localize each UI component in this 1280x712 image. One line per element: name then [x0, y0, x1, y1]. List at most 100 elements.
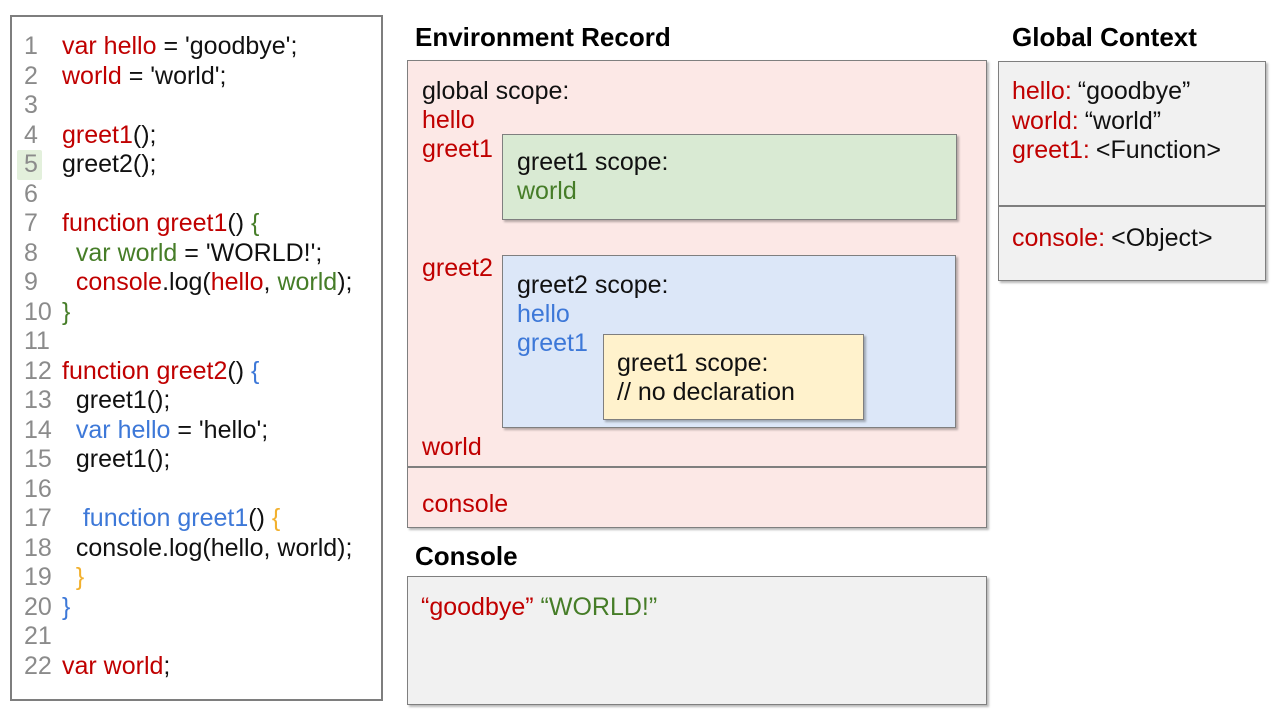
code-line-19: 19 } — [12, 563, 381, 593]
code-token: { — [271, 504, 281, 532]
global-var-hello: hello — [422, 106, 475, 134]
code-line-10: 10} — [12, 298, 381, 328]
line-number: 7 — [24, 209, 38, 237]
code-token — [62, 504, 83, 532]
code-line-2: 2 world = 'world'; — [12, 62, 381, 92]
code-text: function greet1() { — [62, 209, 381, 239]
line-number: 11 — [24, 327, 50, 355]
entry-value: “world” — [1084, 106, 1162, 135]
code-text — [62, 180, 381, 210]
code-line-9: 9 console.log(hello, world); — [12, 268, 381, 298]
code-line-15: 15 greet1(); — [12, 445, 381, 475]
code-text: } — [62, 593, 381, 623]
code-token: = 'world'; — [121, 61, 227, 90]
code-line-21: 21 — [12, 622, 381, 652]
code-text: function greet2() { — [62, 357, 381, 387]
code-token: } — [62, 592, 71, 621]
line-number: 16 — [24, 474, 52, 503]
code-token: = 'goodbye'; — [156, 32, 298, 60]
code-text: console.log(hello, world); — [62, 268, 381, 298]
code-token — [62, 563, 76, 591]
line-number: 14 — [24, 415, 52, 444]
code-token: var world — [75, 238, 178, 267]
code-token: function greet1 — [82, 504, 249, 532]
code-text: greet2(); — [62, 150, 381, 180]
code-token: .log( — [162, 268, 211, 296]
line-number: 17 — [24, 504, 52, 532]
line-number: 1 — [24, 32, 38, 60]
code-editor-panel: 1 var hello = 'goodbye'; 2 world = 'world';… — [10, 15, 383, 701]
global-context-title: Global Context — [1012, 22, 1197, 52]
code-line-1: 1 var hello = 'goodbye'; — [12, 32, 381, 62]
entry-key: console: — [1012, 224, 1106, 252]
code-text: var world; — [62, 652, 381, 682]
code-text — [62, 91, 381, 121]
line-number: 9 — [24, 268, 38, 296]
code-token: { — [251, 356, 260, 385]
line-number: 12 — [24, 356, 52, 385]
code-token: = 'hello'; — [170, 415, 269, 444]
code-text: greet1(); — [62, 121, 381, 151]
code-token: console.log(hello, world); — [62, 533, 353, 562]
code-line-22: 22 var world; — [12, 652, 381, 682]
code-text — [62, 475, 381, 505]
code-token: greet1 — [62, 120, 133, 149]
code-token: world — [62, 61, 122, 90]
code-token: greet2(); — [62, 150, 157, 178]
console-output-line: “goodbye” “WORLD!” — [421, 593, 986, 622]
code-token: ; — [163, 651, 171, 680]
inner-greet1-scope-label: greet1 scope: — [617, 349, 769, 377]
code-line-7: 7 function greet1() { — [12, 209, 381, 239]
code-text: world = 'world'; — [62, 62, 381, 92]
code-line-14: 14 var hello = 'hello'; — [12, 416, 381, 446]
code-token: (); — [132, 120, 157, 149]
code-line-16: 16 — [12, 475, 381, 505]
code-token: greet1(); — [62, 386, 171, 414]
code-token: () — [227, 209, 252, 237]
inner-greet1-scope-comment: // no declaration — [617, 378, 795, 406]
code-token: world — [277, 268, 338, 296]
code-token: var world — [62, 651, 164, 680]
code-token: var hello — [62, 32, 157, 60]
code-text: console.log(hello, world); — [62, 534, 381, 564]
code-token: } — [62, 297, 71, 326]
code-token: () — [227, 356, 252, 385]
code-token: { — [251, 209, 260, 237]
global-context-variables-box: hello:“goodbye”world:“world”greet1:<Func… — [998, 61, 1266, 206]
entry-key: greet1: — [1012, 136, 1090, 164]
code-line-17: 17 function greet1() { — [12, 504, 381, 534]
code-line-12: 12 function greet2() { — [12, 357, 381, 387]
global-context-entry: world:“world” — [1012, 107, 1265, 137]
code-token: “WORLD!” — [540, 593, 658, 621]
highlighted-line-number: 5 — [17, 150, 42, 180]
line-number: 22 — [24, 651, 52, 680]
code-text: function greet1() { — [62, 504, 381, 534]
line-number: 5 — [12, 150, 62, 180]
greet2-scope-label: greet2 scope: — [517, 271, 669, 299]
global-var-world: world — [422, 433, 482, 461]
code-text: greet1(); — [62, 445, 381, 475]
greet1-scope-box: greet1 scope: world — [502, 134, 957, 220]
code-token: console — [75, 268, 163, 296]
code-token: greet1(); — [62, 445, 171, 473]
line-number: 2 — [24, 61, 38, 90]
console-title: Console — [415, 541, 518, 571]
greet1-scope-var-world: world — [517, 177, 577, 205]
code-text: var world = 'WORLD!'; — [62, 239, 381, 269]
global-var-console: console — [422, 490, 509, 518]
code-token — [62, 268, 76, 296]
code-token: function greet1 — [62, 209, 228, 237]
line-number: 10 — [24, 297, 52, 326]
code-token — [62, 416, 76, 444]
code-text: } — [62, 563, 381, 593]
code-line-8: 8 var world = 'WORLD!'; — [12, 239, 381, 269]
entry-value: “goodbye” — [1077, 77, 1191, 105]
code-line-11: 11 — [12, 327, 381, 357]
line-number: 6 — [24, 179, 38, 208]
global-context-console-box: console:<Object> — [998, 206, 1266, 281]
code-token: hello — [210, 268, 264, 296]
code-line-5: 5 greet2(); — [12, 150, 381, 180]
line-number: 15 — [24, 445, 52, 473]
greet2-scope-box: greet2 scope: hello greet1 greet1 scope:… — [502, 255, 956, 428]
